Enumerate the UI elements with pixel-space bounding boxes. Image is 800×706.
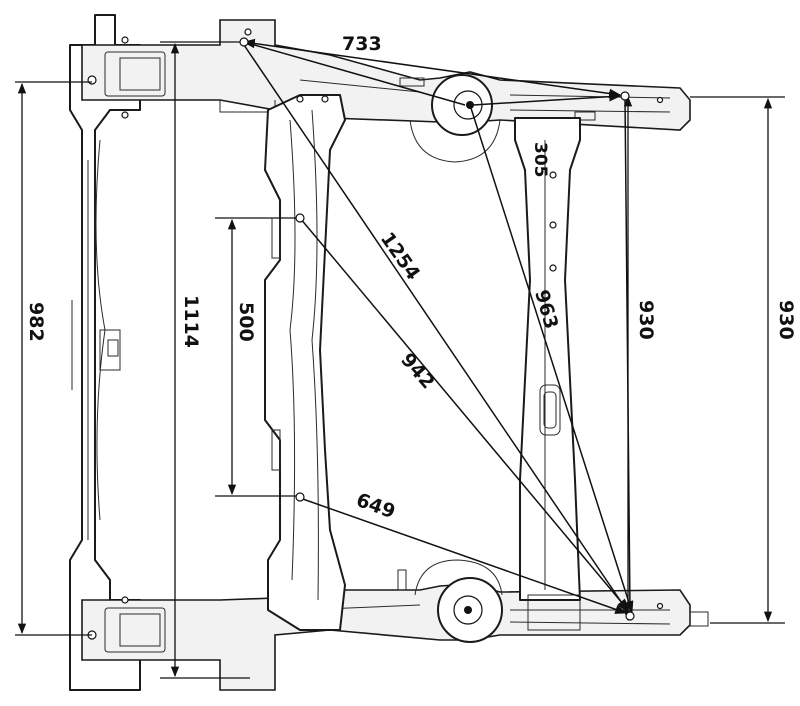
label-500: 500 [235, 302, 257, 342]
right-crossmember [514, 117, 581, 631]
label-930-outer: 930 [775, 300, 797, 340]
label-930-inner: 930 [635, 300, 657, 340]
label-1114: 1114 [180, 295, 202, 348]
label-733: 733 [342, 33, 382, 55]
label-305: 305 [530, 142, 550, 178]
label-649: 649 [353, 489, 398, 523]
label-982: 982 [25, 302, 47, 342]
bottom-mount [414, 559, 503, 643]
bottom-rail [81, 569, 709, 691]
dimension-lines [15, 41, 785, 679]
left-crossmember [69, 14, 141, 691]
label-942: 942 [396, 349, 439, 393]
measurement-points [239, 37, 635, 621]
measurement-lines [242, 38, 634, 614]
top-rail [81, 19, 691, 131]
